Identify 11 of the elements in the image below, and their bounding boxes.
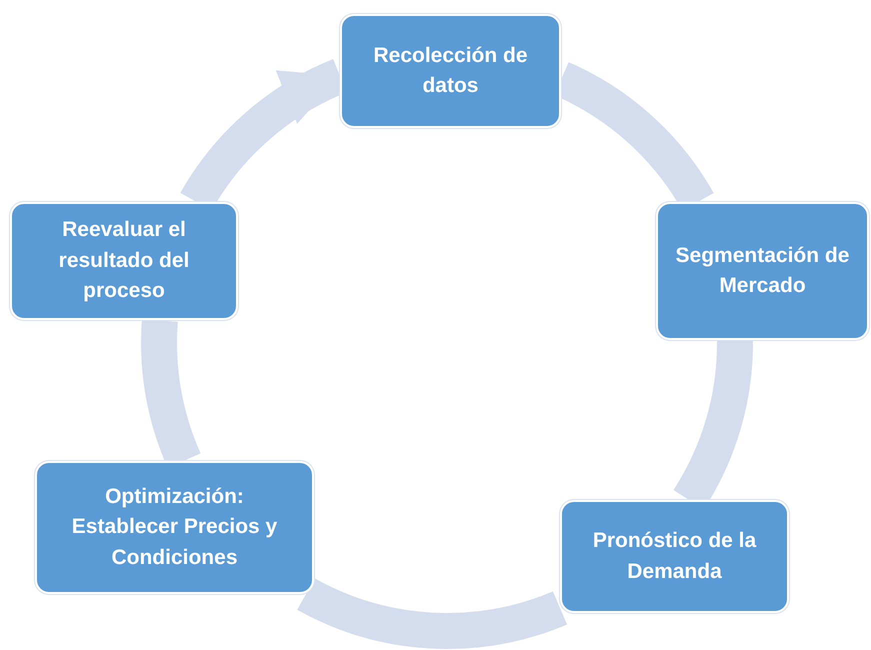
- node-label: Pronóstico de la Demanda: [592, 528, 758, 584]
- cycle-connector: [298, 578, 566, 649]
- node-label: Optimización: Establecer Precios y Condiciones: [70, 484, 278, 571]
- node-label: Reevaluar el resultado del proceso: [58, 217, 190, 304]
- node-label: Segmentación de Mercado: [674, 242, 850, 299]
- process-box: [656, 202, 869, 340]
- process-box: [35, 461, 314, 594]
- process-box: [560, 500, 789, 613]
- process-box: [340, 14, 561, 128]
- process-box: [10, 202, 238, 320]
- node-label: Recolección de datos: [372, 42, 529, 99]
